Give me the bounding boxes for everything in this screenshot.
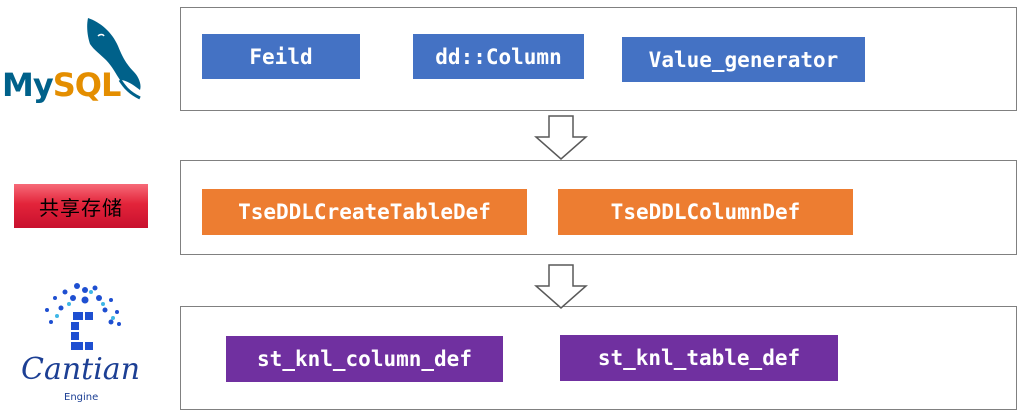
chip-tse-ddl-column-def: TseDDLColumnDef: [558, 189, 853, 235]
chip-st-knl-table-def: st_knl_table_def: [560, 335, 838, 381]
chip-dd-column: dd::Column: [413, 34, 584, 79]
cantian-logo: Cantian Engine: [15, 282, 155, 410]
down-arrow-icon: [534, 115, 588, 160]
chip-feild: Feild: [202, 34, 360, 79]
mysql-wordmark-sql: SQL: [52, 66, 122, 104]
cantian-wordmark: Cantian: [21, 352, 141, 387]
mysql-logo: MySQL: [0, 14, 150, 106]
cantian-tree-icon: [45, 283, 121, 350]
dolphin-icon: [87, 18, 141, 100]
mysql-wordmark-my: My: [2, 66, 54, 104]
cantian-engine-label: Engine: [64, 392, 99, 403]
shared-storage-badge: 共享存储: [14, 184, 148, 228]
down-arrow-icon: [534, 264, 588, 309]
chip-value-generator: Value_generator: [622, 37, 865, 82]
chip-st-knl-column-def: st_knl_column_def: [226, 336, 503, 382]
chip-tse-ddl-create-table-def: TseDDLCreateTableDef: [202, 189, 527, 235]
